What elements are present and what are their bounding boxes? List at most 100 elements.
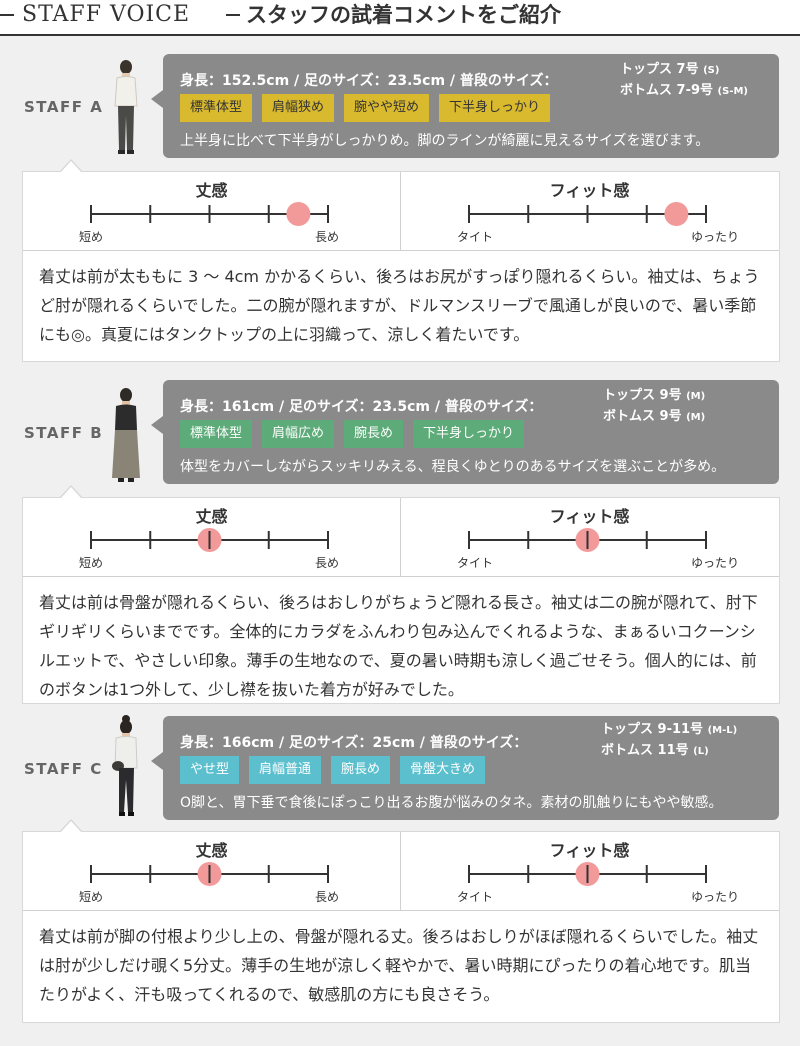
length-scale-graphic bbox=[90, 202, 329, 226]
body-tag: 肩幅広め bbox=[262, 420, 335, 448]
length-max-label: 長め bbox=[315, 230, 340, 244]
staff-label: STAFF C bbox=[24, 760, 103, 778]
measurements: 身長：152.5cm / 足のサイズ：23.5cm / 普段のサイズ： bbox=[180, 73, 558, 89]
bottoms-size: ボトムス 7-9号 bbox=[620, 83, 714, 98]
staff-a-profile-box: 身長：152.5cm / 足のサイズ：23.5cm / 普段のサイズ： トップス… bbox=[151, 54, 779, 158]
card-rule bbox=[23, 250, 779, 251]
fit-scale-title: フィット感 bbox=[549, 841, 630, 860]
tops-size: トップス 7号 bbox=[620, 62, 699, 77]
body-tag: 下半身しっかり bbox=[413, 420, 525, 448]
fit-min-label: タイト bbox=[457, 556, 494, 570]
scale-divider bbox=[400, 172, 401, 250]
body-note: 上半身に比べて下半身がしっかりめ。脚のラインが綺麗に見えるサイズを選びます。 bbox=[180, 133, 710, 149]
length-min-label: 短め bbox=[79, 230, 104, 244]
length-scale-title: 丈感 bbox=[195, 841, 228, 860]
page-subtitle: スタッフの試着コメントをご紹介 bbox=[246, 3, 561, 27]
staff-b-fit-card: 丈感 短め 長め フィット感 タイト ゆったり 着丈は前は骨盤が隠れるくらい、後… bbox=[22, 485, 780, 704]
tops-size: トップス 9号 bbox=[603, 388, 682, 403]
header-dash-left bbox=[0, 14, 14, 16]
length-scale-graphic bbox=[90, 528, 329, 552]
length-scale: 丈感 短め 長め bbox=[23, 832, 400, 910]
body-tag: やせ型 bbox=[180, 756, 240, 784]
tops-size-letter: (M) bbox=[686, 391, 706, 402]
staff-b-photo bbox=[112, 388, 140, 482]
staff-a-fit-card: 丈感 短め 長め フィット感 タイト ゆったり 着丈は前が太ももに 3 ～ 4c… bbox=[22, 159, 780, 362]
fit-scale-graphic bbox=[468, 202, 707, 226]
bottoms-size-letter: (S-M) bbox=[717, 86, 748, 97]
tag-list: 標準体型 肩幅狭め 腕やや短め 下半身しっかり bbox=[180, 94, 551, 122]
fit-scale-graphic bbox=[468, 528, 707, 552]
length-scale-title: 丈感 bbox=[195, 507, 228, 526]
speech-tail bbox=[151, 416, 163, 434]
speech-tail bbox=[151, 752, 163, 770]
speech-tail bbox=[151, 90, 163, 108]
body-tag: 腕やや短め bbox=[344, 94, 430, 122]
scale-divider bbox=[400, 498, 401, 576]
fit-max-label: ゆったり bbox=[691, 230, 740, 244]
usual-sizes: トップス 9号 (M) ボトムス 9号 (M) bbox=[603, 386, 705, 428]
bottoms-size-letter: (M) bbox=[686, 412, 706, 423]
staff-c-fit-card: 丈感 短め 長め フィット感 タイト ゆったり 着丈は前が脚の付根より少し上の、… bbox=[22, 819, 780, 1023]
fit-comment: 着丈は前が太ももに 3 ～ 4cm かかるくらい、後ろはお尻がすっぽり隠れるくら… bbox=[39, 267, 760, 344]
length-scale-title: 丈感 bbox=[195, 181, 228, 200]
body-note: 体型をカバーしながらスッキリみえる、程良くゆとりのあるサイズを選ぶことが多め。 bbox=[180, 459, 726, 475]
scale-marker-dot bbox=[664, 202, 689, 226]
body-tag: 肩幅普通 bbox=[249, 756, 322, 784]
usual-sizes: トップス 9-11号 (M-L) ボトムス 11号 (L) bbox=[601, 720, 737, 762]
header-dash-mid bbox=[226, 14, 240, 16]
tops-size: トップス 9-11号 bbox=[601, 722, 704, 737]
staff-b-profile-box: 身長：161cm / 足のサイズ：23.5cm / 普段のサイズ： トップス 9… bbox=[151, 380, 779, 484]
staff-c-photo bbox=[112, 715, 138, 816]
body-tag: 肩幅狭め bbox=[262, 94, 335, 122]
fit-min-label: タイト bbox=[457, 230, 494, 244]
length-max-label: 長め bbox=[315, 556, 340, 570]
measurements: 身長：161cm / 足のサイズ：23.5cm / 普段のサイズ： bbox=[180, 399, 543, 415]
fit-scale: フィット感 タイト ゆったり bbox=[401, 832, 778, 910]
staff-c-profile-box: 身長：166cm / 足のサイズ：25cm / 普段のサイズ： トップス 9-1… bbox=[151, 716, 779, 820]
tag-list: 標準体型 肩幅広め 腕長め 下半身しっかり bbox=[180, 420, 525, 448]
body-tag: 標準体型 bbox=[180, 94, 253, 122]
page-title: STAFF VOICE bbox=[22, 2, 191, 27]
fit-max-label: ゆったり bbox=[691, 890, 740, 904]
length-min-label: 短め bbox=[79, 556, 104, 570]
card-rule bbox=[23, 576, 779, 577]
scale-marker-dot bbox=[286, 202, 311, 226]
header-rule bbox=[0, 34, 800, 36]
body-tag: 腕長め bbox=[344, 420, 404, 448]
body-note: O脚と、胃下垂で食後にぽっこり出るお腹が悩みのタネ。素材の肌触りにもやや敏感。 bbox=[180, 795, 723, 811]
fit-scale: フィット感 タイト ゆったり bbox=[401, 172, 778, 250]
card-rule bbox=[23, 910, 779, 911]
body-tag: 腕長め bbox=[331, 756, 391, 784]
fit-min-label: タイト bbox=[457, 890, 494, 904]
length-scale: 丈感 短め 長め bbox=[23, 498, 400, 576]
length-min-label: 短め bbox=[79, 890, 104, 904]
card-tail-inner bbox=[60, 161, 82, 173]
body-tag: 下半身しっかり bbox=[439, 94, 551, 122]
length-scale-graphic bbox=[90, 862, 329, 886]
body-tag: 骨盤大きめ bbox=[400, 756, 486, 784]
tag-list: やせ型 肩幅普通 腕長め 骨盤大きめ bbox=[180, 756, 486, 784]
tops-size-letter: (M-L) bbox=[707, 725, 738, 736]
staff-a-photo bbox=[114, 60, 138, 154]
tops-size-letter: (S) bbox=[703, 65, 720, 76]
length-scale: 丈感 短め 長め bbox=[23, 172, 400, 250]
staff-voice-panel: STAFF A 身長：152.5cm / 足のサイズ：23.5cm / 普段のサ… bbox=[0, 36, 800, 1046]
staff-label: STAFF B bbox=[24, 424, 104, 442]
page-header: STAFF VOICE スタッフの試着コメントをご紹介 bbox=[0, 0, 800, 36]
bottoms-size-letter: (L) bbox=[693, 746, 709, 757]
fit-scale: フィット感 タイト ゆったり bbox=[401, 498, 778, 576]
usual-sizes: トップス 7号 (S) ボトムス 7-9号 (S-M) bbox=[620, 60, 748, 102]
fit-scale-title: フィット感 bbox=[549, 507, 630, 526]
length-max-label: 長め bbox=[315, 890, 340, 904]
card-tail-inner bbox=[60, 487, 82, 499]
card-tail-inner bbox=[60, 821, 82, 833]
measurements: 身長：166cm / 足のサイズ：25cm / 普段のサイズ： bbox=[180, 735, 528, 751]
fit-comment: 着丈は前は骨盤が隠れるくらい、後ろはおしりがちょうど隠れる長さ。袖丈は二の腕が隠… bbox=[39, 593, 758, 699]
fit-scale-title: フィット感 bbox=[549, 181, 630, 200]
bottoms-size: ボトムス 11号 bbox=[601, 743, 689, 758]
fit-comment: 着丈は前が脚の付根より少し上の、骨盤が隠れる丈。後ろはおしりがほぼ隠れるくらいで… bbox=[39, 927, 759, 1004]
fit-max-label: ゆったり bbox=[691, 556, 740, 570]
bottoms-size: ボトムス 9号 bbox=[603, 409, 682, 424]
staff-label: STAFF A bbox=[24, 98, 104, 116]
scale-divider bbox=[400, 832, 401, 910]
